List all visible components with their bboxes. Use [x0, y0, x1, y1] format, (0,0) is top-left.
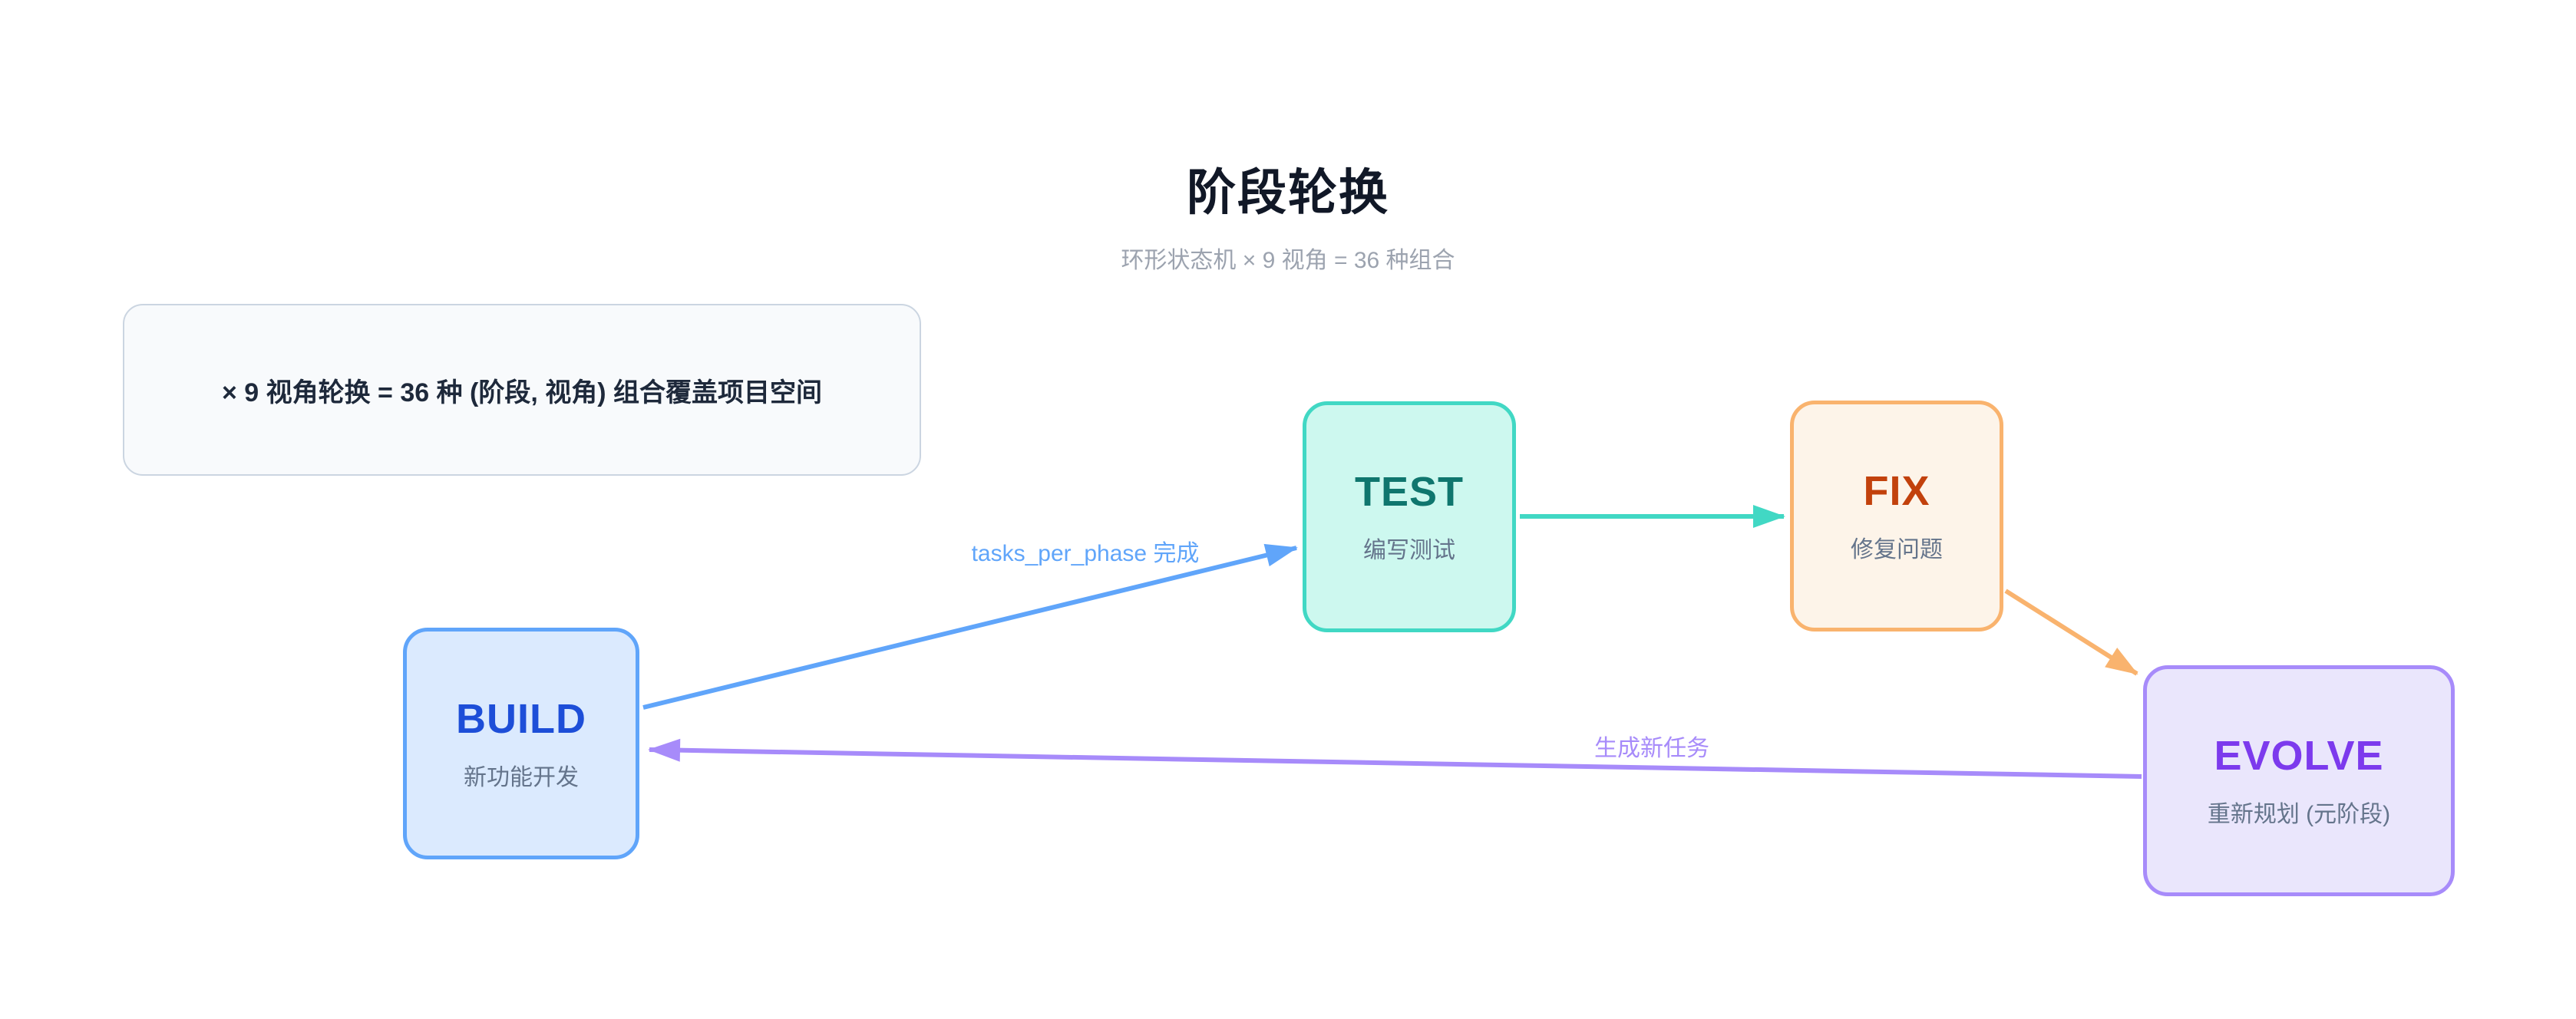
edge-evolve-build-line [648, 738, 2142, 779]
node-evolve: EVOLVE 重新规划 (元阶段) [2143, 665, 2455, 896]
note-box: × 9 视角轮换 = 36 种 (阶段, 视角) 组合覆盖项目空间 [123, 304, 921, 476]
node-fix: FIX 修复问题 [1790, 401, 2003, 632]
node-build: BUILD 新功能开发 [403, 628, 639, 859]
note-text: × 9 视角轮换 = 36 种 (阶段, 视角) 组合覆盖项目空间 [221, 378, 823, 407]
node-evolve-subtitle: 重新规划 (元阶段) [2207, 802, 2391, 827]
node-evolve-title: EVOLVE [2214, 733, 2384, 779]
node-test-subtitle: 编写测试 [1363, 538, 1455, 563]
node-test: TEST 编写测试 [1303, 401, 1516, 632]
node-fix-title: FIX [1863, 468, 1930, 514]
edge-fix-evolve-line [2004, 589, 2138, 676]
node-build-title: BUILD [456, 695, 586, 742]
edge-evolve-build-label: 生成新任务 [1594, 736, 1709, 761]
page-title: 阶段轮换 [1187, 165, 1389, 220]
page-subtitle: 环形状态机 × 9 视角 = 36 种组合 [1121, 248, 1455, 273]
node-fix-subtitle: 修复问题 [1851, 537, 1943, 562]
node-build-subtitle: 新功能开发 [464, 764, 579, 790]
node-test-title: TEST [1354, 469, 1464, 515]
edge-build-test-line [642, 543, 1298, 710]
edge-build-test-label: tasks_per_phase 完成 [972, 541, 1200, 566]
